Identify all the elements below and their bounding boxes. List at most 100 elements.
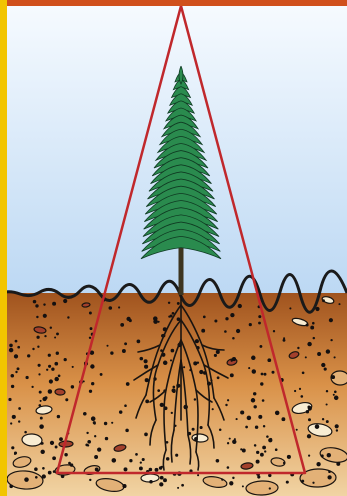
soil-speck xyxy=(199,370,203,374)
soil-speck xyxy=(197,474,199,476)
soil-speck xyxy=(160,476,164,480)
soil-speck xyxy=(308,406,312,410)
soil-speck xyxy=(283,462,285,464)
soil-speck xyxy=(94,455,98,459)
soil-speck xyxy=(109,306,113,310)
soil-speck xyxy=(197,362,199,364)
soil-speck xyxy=(229,438,231,440)
soil-speck xyxy=(232,357,236,361)
soil-speck xyxy=(258,415,262,419)
soil-speck xyxy=(17,367,20,370)
soil-speck xyxy=(256,460,260,464)
soil-speck xyxy=(64,453,67,456)
soil-speck xyxy=(321,363,325,367)
soil-speck xyxy=(137,340,141,344)
soil-speck xyxy=(51,368,54,371)
soil-speck xyxy=(48,354,51,357)
soil-speck xyxy=(315,307,319,311)
soil-speck xyxy=(140,357,144,361)
soil-speck xyxy=(248,367,250,369)
soil-speck xyxy=(260,453,264,457)
frame-left-border xyxy=(0,0,7,496)
soil-speck xyxy=(48,389,52,393)
soil-speck xyxy=(59,437,63,441)
soil-speck xyxy=(224,330,227,333)
soil-speck xyxy=(155,468,159,472)
soil-speck xyxy=(227,442,229,444)
soil-speck xyxy=(11,385,14,388)
soil-speck xyxy=(230,313,234,317)
soil-speck xyxy=(56,332,59,335)
soil-speck xyxy=(31,386,33,388)
soil-speck xyxy=(275,448,278,451)
soil-speck xyxy=(48,471,52,475)
soil-speck xyxy=(85,444,88,447)
soil-speck xyxy=(192,428,195,431)
soil-speck xyxy=(118,306,120,308)
soil-speck xyxy=(38,404,41,407)
soil-speck xyxy=(317,352,321,356)
soil-speck xyxy=(254,444,257,447)
soil-speck xyxy=(122,349,126,353)
soil-speck xyxy=(193,361,197,365)
soil-speck xyxy=(181,484,184,487)
soil-speck xyxy=(264,373,267,376)
soil-speck xyxy=(58,374,61,377)
soil-speck xyxy=(247,416,252,421)
soil-speck xyxy=(297,347,299,349)
soil-speck xyxy=(256,451,259,454)
soil-speck xyxy=(27,354,30,357)
soil-speck xyxy=(89,312,92,315)
soil-speck xyxy=(313,337,315,339)
soil-speck xyxy=(175,454,178,457)
soil-speck xyxy=(242,449,246,453)
soil-speck xyxy=(90,327,93,330)
soil-speck xyxy=(326,403,328,405)
soil-speck xyxy=(9,344,13,348)
soil-speck xyxy=(302,371,305,374)
soil-speck xyxy=(326,349,330,353)
soil-speck xyxy=(268,438,272,442)
soil-speck xyxy=(201,329,205,333)
soil-speck xyxy=(36,316,38,318)
soil-speck xyxy=(299,388,301,390)
soil-speck xyxy=(37,346,39,348)
soil-speck xyxy=(312,482,314,484)
soil-speck xyxy=(153,316,158,321)
soil-speck xyxy=(251,398,255,402)
soil-speck xyxy=(17,346,20,349)
soil-speck xyxy=(263,425,265,427)
soil-speck xyxy=(89,390,92,393)
soil-speck xyxy=(281,417,285,421)
soil-speck xyxy=(119,410,122,413)
soil-speck xyxy=(145,399,149,403)
soil-speck xyxy=(64,358,67,361)
soil-speck xyxy=(168,315,170,317)
soil-speck xyxy=(200,426,203,429)
soil-speck xyxy=(331,375,335,379)
soil-speck xyxy=(144,359,148,363)
soil-speck xyxy=(12,415,16,419)
soil-speck xyxy=(329,318,333,322)
soil-speck xyxy=(34,467,38,471)
soil-speck xyxy=(94,422,96,424)
soil-speck xyxy=(48,365,51,368)
soil-speck xyxy=(65,398,68,401)
soil-speck xyxy=(242,485,244,487)
soil-speck xyxy=(324,368,327,371)
soil-speck xyxy=(18,407,21,410)
soil-speck xyxy=(18,420,20,422)
soil-speck xyxy=(46,369,48,371)
soil-speck xyxy=(50,441,54,445)
soil-speck xyxy=(283,339,286,342)
soil-speck xyxy=(91,382,94,385)
soil-speck xyxy=(252,369,256,373)
soil-speck xyxy=(262,399,265,402)
soil-speck xyxy=(38,373,40,375)
soil-speck xyxy=(63,299,67,303)
soil-speck xyxy=(272,371,275,374)
soil-speck xyxy=(163,478,167,482)
soil-speck xyxy=(90,364,94,368)
soil-speck xyxy=(258,315,261,318)
pebble xyxy=(55,389,65,396)
